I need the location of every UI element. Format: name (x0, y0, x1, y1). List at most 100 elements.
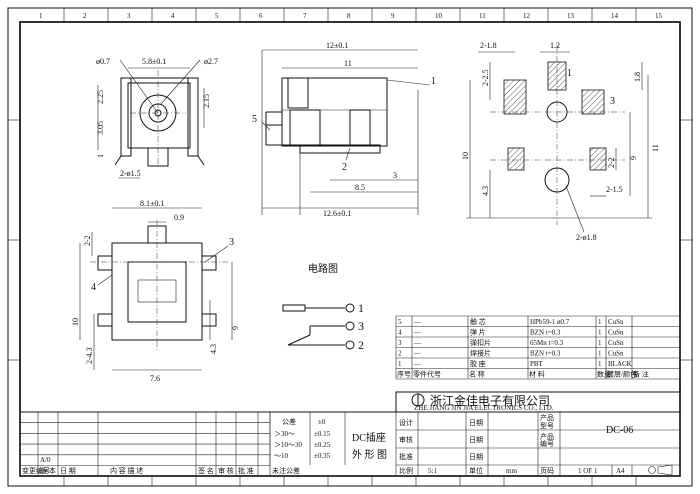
bom-cell-qty: 1 (598, 339, 602, 347)
pcb-top-left: 2-1.8 (480, 41, 497, 50)
bom-header: 名 称 (469, 370, 485, 379)
pcb-holes: 2-ø1.8 (576, 233, 597, 242)
bottom-view (79, 207, 233, 371)
side-callout-1: 1 (431, 76, 436, 87)
bom-cell-material: BZN t=0.3 (530, 329, 561, 337)
bottom-width-dim: 8.1±0.1 (140, 199, 164, 208)
border-number: 1 (39, 12, 43, 20)
rev-label: 版 本 (40, 466, 56, 475)
pcb-layout (466, 45, 652, 233)
inner-frame (19, 21, 681, 477)
tb-unit-label: 单位 (469, 466, 483, 475)
front-width-dim: 5.8±0.1 (142, 57, 166, 66)
pcb-right-low: 2-1.5 (606, 185, 623, 194)
tb-unit-value: mm (506, 467, 517, 475)
bom-cell-name: 胶 座 (470, 359, 486, 368)
bom-cell-qty: 1 (598, 360, 602, 368)
bom-cell-seq: 4 (398, 329, 402, 337)
part-name-line2: 外 形 图 (352, 449, 387, 461)
bom-cell-code: — (413, 360, 422, 368)
tb-date: 日期 (469, 436, 483, 444)
bottom-tab-dim: 0.9 (174, 213, 184, 222)
rev-label: 批 准 (238, 466, 254, 475)
pcb-callout-3: 3 (610, 96, 615, 107)
border-number: 8 (347, 12, 351, 20)
side-len2-dim: 3 (393, 171, 397, 180)
bom-cell-seq: 5 (398, 318, 402, 326)
circuit-title: 电路图 (308, 262, 338, 275)
tol-range: ～10 (274, 452, 288, 460)
tb-number: 编号 (540, 439, 554, 448)
company-name-en: ZHE JIANG JIN JIA ELECTRONICS CO., LTD. (414, 404, 554, 412)
projection-symbol (648, 466, 656, 474)
bottom-height-dim: 10 (71, 318, 80, 326)
rev-label: 内 容 描 述 (110, 466, 143, 475)
border-number: 13 (567, 12, 575, 20)
border-number: 11 (479, 12, 486, 20)
part-name-line1: DC插座 (352, 431, 386, 444)
circuit-diagram (282, 303, 355, 350)
tol-value: ±0.15 (314, 430, 331, 438)
bom-cell-name: 弹 片 (470, 328, 486, 337)
bom-cell-name: 弹扣片 (470, 338, 491, 347)
front-view (97, 59, 205, 179)
pcb-right-mid: 2-2 (607, 157, 616, 168)
border-number: 6 (259, 12, 263, 20)
tol-range: ＞30～ (274, 430, 295, 438)
pcb-left-low: 4.3 (481, 186, 490, 196)
rev-label: 未注公差 (272, 466, 300, 475)
border-number: 9 (391, 12, 395, 20)
bom-header: 备 注 (633, 370, 649, 379)
rev-label: 签 名 (198, 466, 214, 475)
bom-cell-finish: BLACK (608, 360, 632, 368)
bom-cell-material: 65Mn t=0.3 (530, 339, 564, 347)
rev-label: 变更编号 (22, 466, 50, 475)
tb-product: 产品 (540, 413, 554, 422)
front-h-base: 1 (96, 154, 105, 158)
bottom-right-height: 9 (231, 326, 240, 330)
tol-value: ±0.25 (314, 441, 331, 449)
front-hole-dia: ø0.7 (96, 57, 110, 66)
tol-range: ＞10～30 (274, 441, 302, 449)
projection-symbol (657, 464, 673, 476)
bom-cell-seq: 2 (398, 350, 402, 358)
tb-model: 型号 (540, 421, 554, 430)
tol-header: ±0 (318, 418, 326, 426)
bottom-callout-3: 3 (229, 237, 234, 248)
pcb-height: 10 (461, 152, 470, 160)
bom-cell-seq: 3 (398, 339, 402, 347)
border-number: 12 (523, 12, 531, 20)
side-callout-5: 5 (252, 114, 257, 125)
side-callout-2: 2 (342, 162, 347, 173)
bom-header: 材 料 (529, 370, 545, 379)
tb-check: 审核 (399, 435, 413, 444)
circuit-pin-2: 2 (358, 338, 364, 352)
bom-cell-material: HPb59-1 ø0.7 (530, 318, 570, 326)
border-number: 10 (435, 12, 443, 20)
border-number: 2 (83, 12, 87, 20)
border-number: 5 (215, 12, 219, 20)
bom-header: 序号 (397, 370, 411, 379)
circuit-pin-3: 3 (358, 319, 364, 333)
bom-cell-qty: 1 (598, 350, 602, 358)
bottom-pin-pitch: 2-2 (83, 235, 92, 246)
bottom-base-width: 7.6 (150, 374, 160, 383)
bom-cell-finish: CuSn (608, 329, 624, 337)
tb-design: 设计 (399, 418, 413, 427)
bottom-callout-4: 4 (91, 282, 96, 293)
bottom-lower-dim: 4.3 (209, 344, 218, 354)
tb-size: A4 (616, 467, 625, 475)
bom-header: 零件代号 (413, 370, 441, 379)
pcb-right-height: 11 (651, 144, 660, 152)
tol-header: 公差 (282, 417, 296, 426)
rev-value: A/0 (40, 456, 51, 464)
bom-cell-material: BZN t=0.3 (530, 350, 561, 358)
bom-header: 数量 (597, 370, 611, 379)
side-len3-dim: 8.5 (355, 183, 365, 192)
tb-date: 日期 (469, 419, 483, 427)
pcb-right-pitch: 9 (629, 156, 638, 160)
bom-cell-finish: CuSn (608, 350, 624, 358)
